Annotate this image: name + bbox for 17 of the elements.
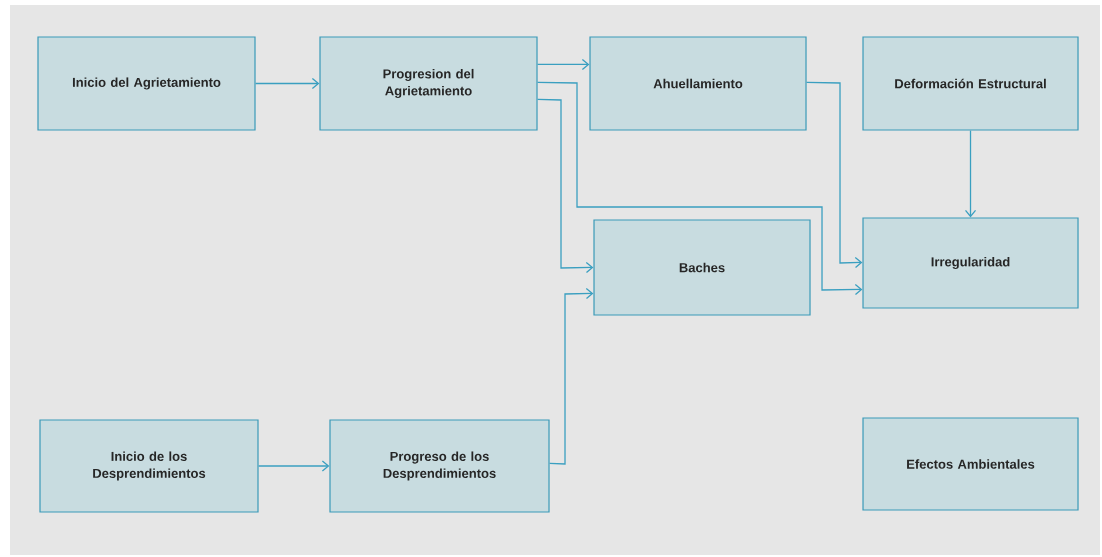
process-box: Ahuellamiento — [589, 36, 807, 131]
process-box: Progresion del Agrietamiento — [319, 36, 538, 131]
process-box: Progreso de los Desprendimientos — [329, 419, 550, 513]
arrow — [257, 460, 330, 472]
arrow — [548, 287, 594, 465]
arrow — [536, 81, 863, 296]
arrow — [964, 129, 977, 218]
process-box: Inicio de los Desprendimientos — [39, 419, 259, 513]
process-box: Baches — [593, 219, 811, 316]
arrow — [805, 81, 863, 269]
process-box: Efectos Ambientales — [862, 417, 1079, 511]
process-box: Deformación Estructural — [862, 36, 1079, 131]
arrow — [254, 77, 320, 90]
arrow — [536, 98, 594, 274]
process-box: Inicio del Agrietamiento — [37, 36, 256, 131]
arrow — [536, 58, 590, 71]
process-box: Irregularidad — [862, 217, 1079, 309]
